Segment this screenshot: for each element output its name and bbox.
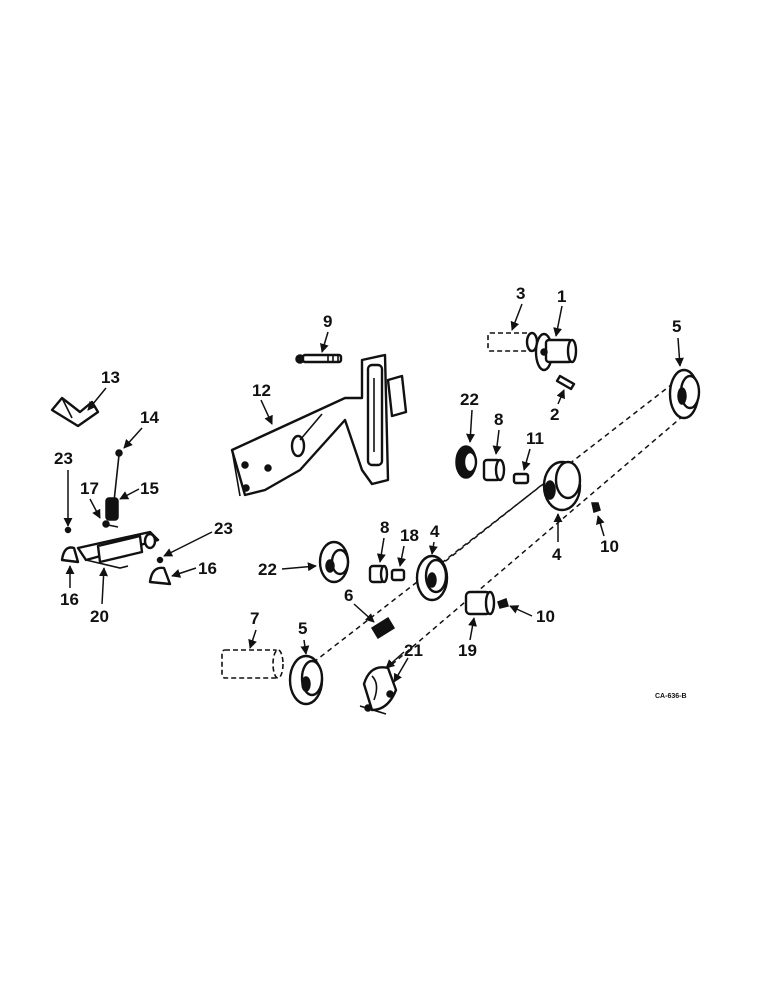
part-2-key (555, 374, 576, 391)
part-10-screw-top (591, 502, 601, 513)
part-8-bushing-top (482, 458, 506, 482)
callout-21: 21 (404, 641, 423, 660)
drawing-code: CA-636-B (655, 693, 687, 700)
part-11-pin (512, 472, 530, 485)
callout-16b: 16 (198, 559, 217, 578)
part-6-spring (370, 616, 396, 640)
part-12-bracket (230, 353, 408, 497)
callout-12: 12 (252, 381, 271, 400)
callout-14: 14 (140, 408, 159, 427)
part-23-fitting-left (64, 526, 72, 534)
callout-3: 3 (516, 284, 525, 303)
part-16-cap-right (148, 566, 172, 586)
callout-4b: 4 (552, 545, 562, 564)
part-15-spring (105, 497, 119, 521)
part-9-bolt (295, 353, 343, 364)
callout-7: 7 (250, 609, 259, 628)
part-22-bearing-bottom (318, 540, 350, 584)
callout-20: 20 (90, 607, 109, 626)
part-5-pulley-top (668, 368, 701, 420)
part-3-shaft (487, 331, 539, 353)
callout-8a: 8 (494, 410, 503, 429)
part-5-pulley-bottom (288, 654, 324, 706)
callout-16a: 16 (60, 590, 79, 609)
part-20-lever (76, 530, 160, 569)
part-1-hub (534, 332, 578, 372)
callout-11: 11 (526, 429, 544, 448)
callout-10b: 10 (536, 607, 555, 626)
part-8-bushing-bottom (368, 564, 389, 584)
part-21-clamp (359, 666, 398, 715)
part-7-shaft (221, 649, 284, 679)
callout-23a: 23 (54, 449, 73, 468)
part-23-fitting-right (156, 556, 164, 564)
part-17-pin (102, 520, 119, 528)
part-4-pulley-right (542, 460, 582, 512)
callout-9: 9 (323, 312, 332, 331)
callout-22b: 22 (258, 560, 277, 579)
callout-5b: 5 (298, 619, 307, 638)
callout-10a: 10 (600, 537, 619, 556)
part-18-pin (390, 568, 406, 582)
callout-5a: 5 (672, 317, 681, 336)
callout-2: 2 (550, 405, 559, 424)
part-10-screw-bottom (497, 598, 509, 609)
callout-6: 6 (344, 586, 353, 605)
part-13-shield (50, 396, 100, 428)
callout-18: 18 (400, 526, 419, 545)
callout-4a: 4 (430, 522, 440, 541)
callout-13: 13 (101, 368, 120, 387)
callout-1: 1 (557, 287, 566, 306)
callout-23b: 23 (214, 519, 233, 538)
part-19-bushing (464, 590, 496, 616)
callout-17: 17 (80, 479, 99, 498)
part-22-bearing-top (455, 445, 478, 479)
callout-19: 19 (458, 641, 477, 660)
callout-8b: 8 (380, 518, 389, 537)
callout-15: 15 (140, 479, 159, 498)
callout-22a: 22 (460, 390, 479, 409)
part-16-cap-left (60, 546, 80, 564)
part-4-pulley-bottom (415, 554, 449, 602)
